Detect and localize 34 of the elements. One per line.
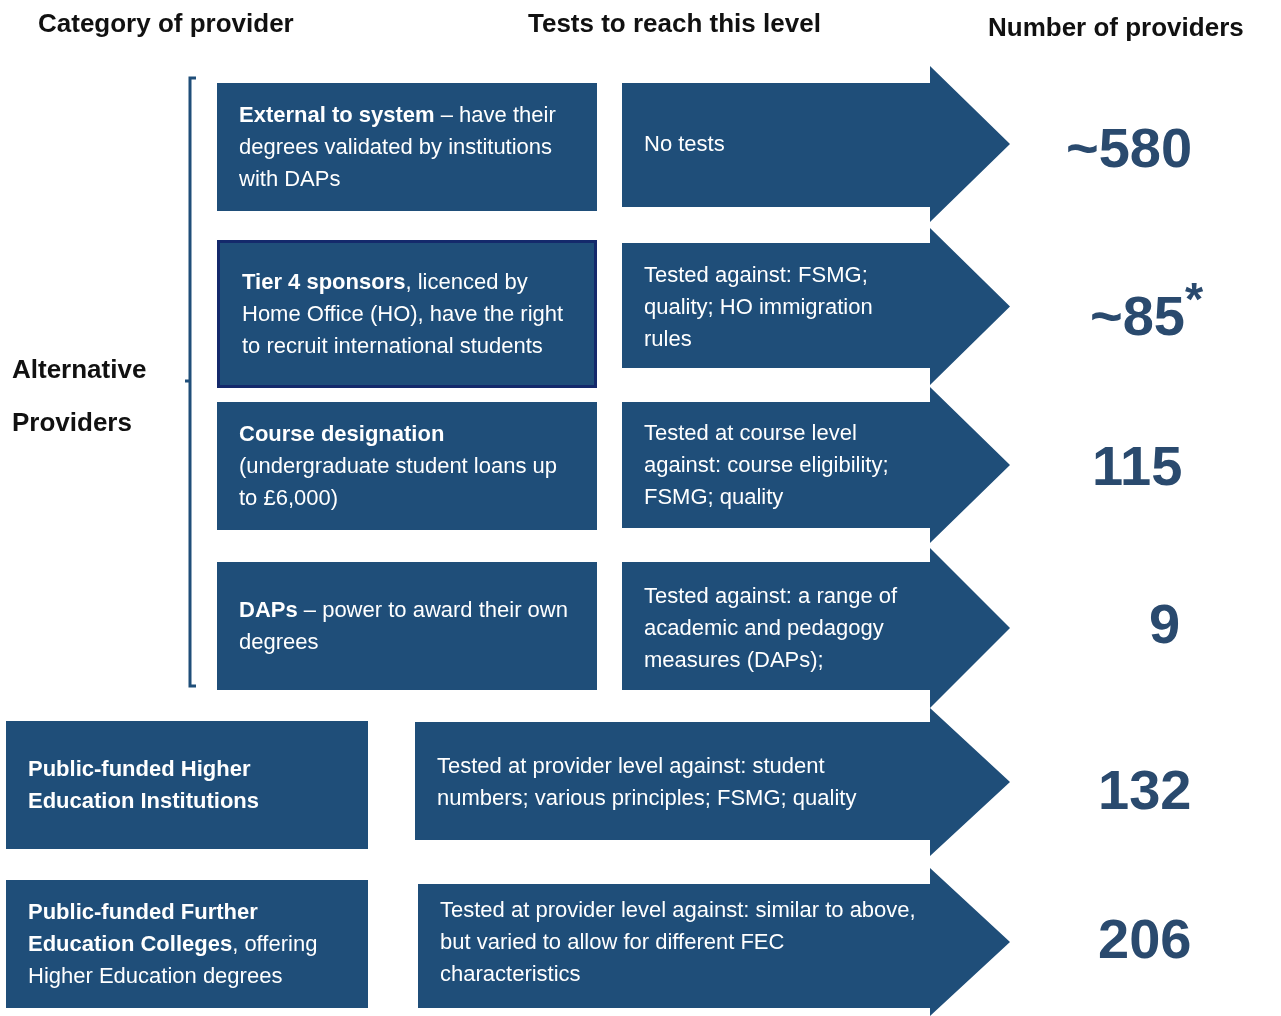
box-text: Public-funded Further Education Colleges, offering Higher Education degrees bbox=[28, 899, 318, 988]
box-text: Tier 4 sponsors, licenced by Home Office (HO), have the right to recruit international students bbox=[242, 269, 564, 358]
box-text: Tested against: FSMG; quality; HO immigration rules bbox=[644, 260, 874, 353]
box-text: No tests bbox=[644, 130, 725, 158]
count-number: ~580 bbox=[1066, 115, 1193, 180]
box-text: Public-funded Higher Education Institutions bbox=[28, 756, 259, 813]
column-header: Number of providers bbox=[988, 12, 1244, 43]
arrow-shape bbox=[622, 228, 1010, 385]
box-text: Tested against: a range of academic and pedagogy measures (DAPs); bbox=[644, 582, 899, 674]
box-text: Tested at provider level against: student numbers; various principles; FSMG; quality bbox=[437, 752, 858, 812]
box-text: DAPs – power to award their own degrees bbox=[239, 597, 568, 654]
arrow-shape bbox=[622, 66, 1010, 222]
column-header: Tests to reach this level bbox=[528, 8, 821, 39]
category-box bbox=[217, 83, 597, 211]
count-number: 9 bbox=[1149, 591, 1181, 656]
category-box bbox=[217, 562, 597, 690]
category-box bbox=[6, 721, 368, 849]
group-label: Alternative Providers bbox=[12, 353, 148, 439]
arrow-shape bbox=[415, 708, 1010, 856]
column-header: Category of provider bbox=[38, 8, 294, 39]
count-number: 206 bbox=[1098, 906, 1192, 971]
count-number: ~85$^{*}$ bbox=[1090, 272, 1204, 348]
category-box bbox=[6, 880, 368, 1008]
box-text: Tested at provider level against: similar to above, but varied to allow for different FEC characteristics bbox=[440, 896, 917, 988]
category-box bbox=[217, 402, 597, 530]
arrow-shape bbox=[622, 387, 1010, 543]
arrow-shape bbox=[622, 548, 1010, 708]
count-number: 115 bbox=[1092, 433, 1183, 498]
box-text: External to system – have their degrees validated by institutions with DAPs bbox=[239, 102, 556, 191]
arrow-shape bbox=[418, 868, 1010, 1016]
box-text: Tested at course level against: course eligibility; FSMG; quality bbox=[644, 419, 890, 511]
box-text: Course designation (undergraduate student loans up to £6,000) bbox=[239, 421, 557, 510]
category-box bbox=[217, 240, 597, 388]
count-number: 132 bbox=[1098, 757, 1192, 822]
